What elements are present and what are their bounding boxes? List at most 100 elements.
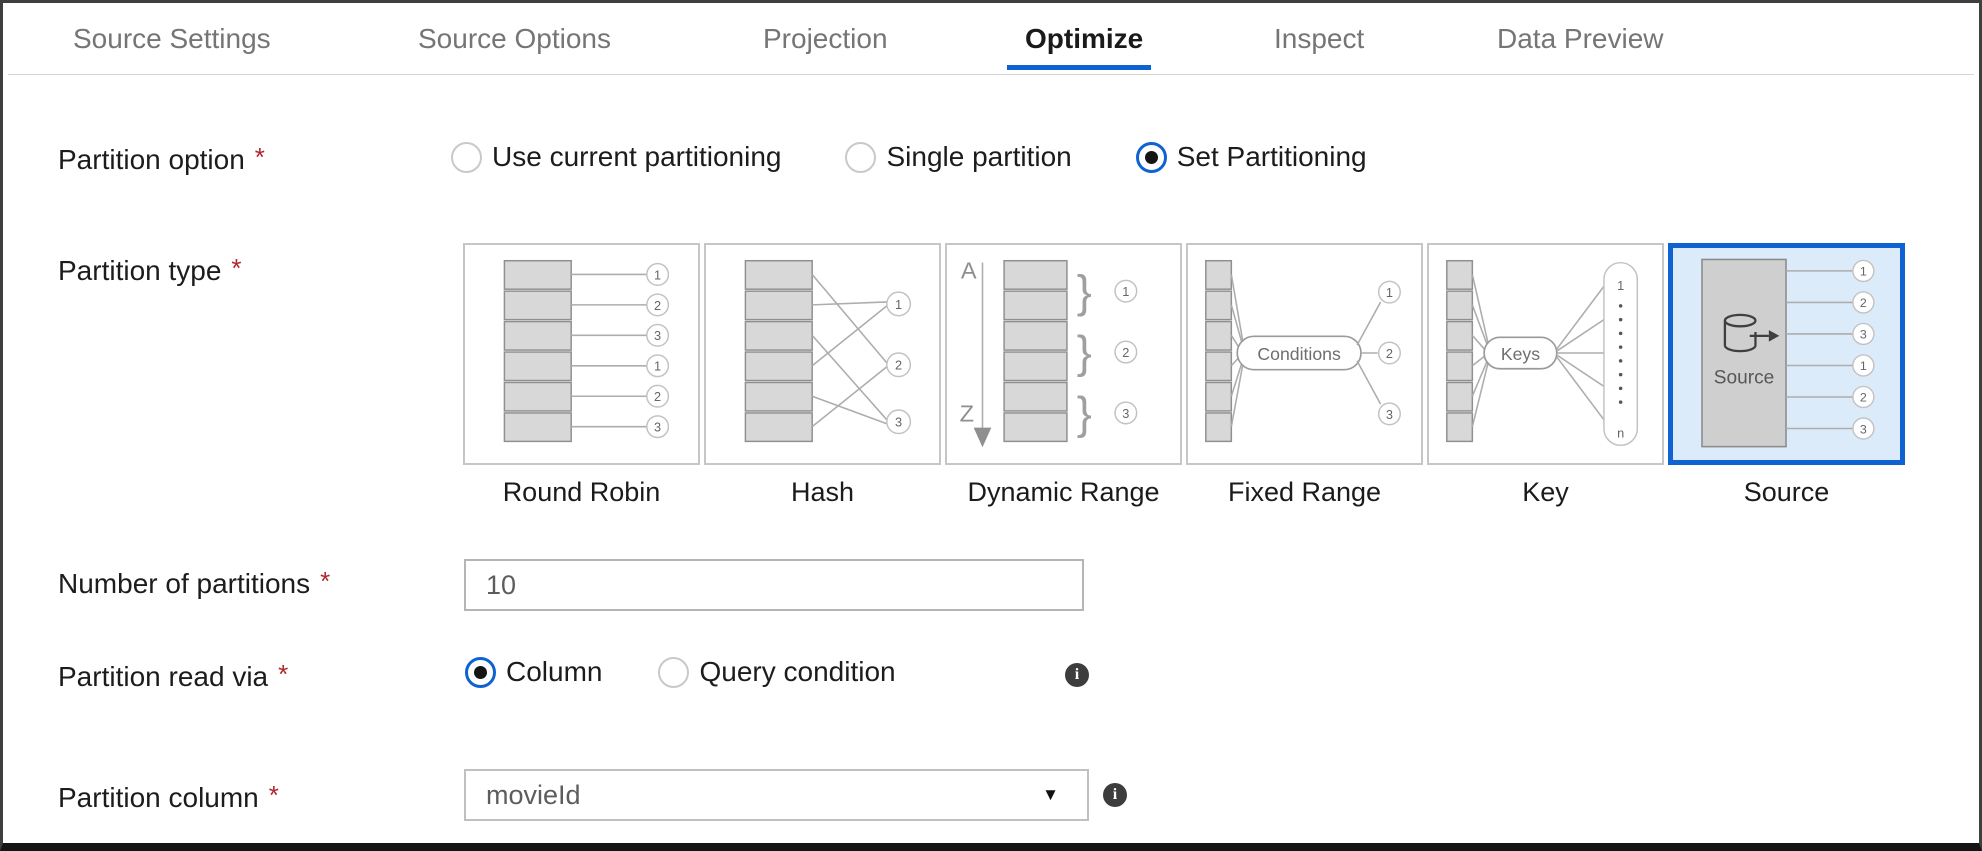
tab-source-settings[interactable]: Source Settings xyxy=(73,23,271,54)
svg-text:Z: Z xyxy=(960,401,974,427)
partition-column-dropdown[interactable]: movieId ▼ xyxy=(464,769,1089,821)
radio-dot xyxy=(1144,150,1158,164)
svg-text:3: 3 xyxy=(654,420,661,435)
svg-text:1: 1 xyxy=(1617,278,1624,293)
radio-column[interactable]: Column xyxy=(465,656,602,688)
radio-label: Column xyxy=(506,656,603,687)
svg-text:2: 2 xyxy=(1860,296,1867,310)
fixed-range-diagram-icon: Conditions 1 2 3 xyxy=(1205,259,1401,443)
chevron-down-icon: ▼ xyxy=(1042,785,1059,804)
tile-box-source[interactable]: Source 1 2 3 1 2 3 xyxy=(1668,243,1905,465)
radio-single-partition[interactable]: Single partition xyxy=(845,141,1072,173)
svg-text:2: 2 xyxy=(1122,345,1129,360)
svg-text:A: A xyxy=(961,257,977,283)
key-diagram-icon: Keys 1 n xyxy=(1446,259,1639,447)
tile-hash[interactable]: 1 2 3 Hash xyxy=(704,243,941,508)
partition-option-radio-group: Use current partitioning Single partitio… xyxy=(451,141,1367,173)
svg-text:1: 1 xyxy=(1122,284,1129,299)
radio-circle[interactable] xyxy=(465,656,496,688)
partition-option-label: Partition option* xyxy=(58,142,265,175)
radio-query-condition[interactable]: Query condition xyxy=(658,656,896,688)
required-asterisk: * xyxy=(268,780,279,810)
radio-label: Single partition xyxy=(886,141,1072,172)
tile-dynamic-range[interactable]: A Z } } } 1 2 3 Dynamic Range xyxy=(945,243,1182,508)
svg-text:3: 3 xyxy=(1860,328,1867,342)
hash-diagram-icon: 1 2 3 xyxy=(744,259,912,443)
required-asterisk: * xyxy=(254,142,265,172)
info-icon[interactable]: i xyxy=(1103,783,1127,807)
tab-bar: Source Settings Source Options Projectio… xyxy=(3,3,1979,75)
radio-set-partitioning[interactable]: Set Partitioning xyxy=(1135,141,1367,173)
number-of-partitions-label: Number of partitions* xyxy=(58,566,331,599)
radio-label: Set Partitioning xyxy=(1176,141,1367,172)
database-export-icon xyxy=(1723,313,1780,353)
radio-circle[interactable] xyxy=(451,141,482,173)
required-asterisk: * xyxy=(231,253,242,283)
radio-label: Query condition xyxy=(699,656,896,687)
svg-text:Source: Source xyxy=(1714,368,1774,389)
partition-type-tile-group: 1 2 3 1 2 3 Round Robin xyxy=(463,243,1905,508)
tile-source[interactable]: Source 1 2 3 1 2 3 Source xyxy=(1668,243,1905,508)
tile-caption-dynamic-range: Dynamic Range xyxy=(967,477,1160,507)
source-diagram-icon: Source 1 2 3 1 2 3 xyxy=(1701,258,1875,448)
svg-text:}: } xyxy=(1077,327,1092,378)
tab-optimize[interactable]: Optimize xyxy=(1006,23,1152,70)
svg-text:2: 2 xyxy=(895,358,902,373)
svg-text:3: 3 xyxy=(1386,407,1393,422)
svg-text:n: n xyxy=(1617,425,1624,440)
radio-dot xyxy=(474,665,487,679)
svg-text:1: 1 xyxy=(1860,359,1867,373)
required-asterisk: * xyxy=(278,659,289,689)
svg-text:2: 2 xyxy=(1860,391,1867,405)
radio-label: Use current partitioning xyxy=(492,141,782,172)
svg-text:3: 3 xyxy=(895,415,902,430)
svg-text:3: 3 xyxy=(1122,406,1129,421)
svg-text:1: 1 xyxy=(654,359,661,374)
tile-box-key[interactable]: Keys 1 n xyxy=(1427,243,1664,465)
tab-source-options[interactable]: Source Options xyxy=(418,23,611,54)
svg-text:2: 2 xyxy=(1386,346,1393,361)
tile-caption-round-robin: Round Robin xyxy=(502,477,661,507)
number-of-partitions-input[interactable]: 10 xyxy=(464,559,1084,611)
tile-box-fixed-range[interactable]: Conditions 1 2 3 xyxy=(1186,243,1423,465)
tile-caption-hash: Hash xyxy=(790,477,855,507)
tile-caption-source: Source xyxy=(1743,477,1830,507)
partition-read-via-label: Partition read via* xyxy=(58,659,289,692)
tab-inspect[interactable]: Inspect xyxy=(1274,23,1365,54)
svg-text:1: 1 xyxy=(1860,265,1867,279)
svg-text:}: } xyxy=(1077,266,1092,317)
tile-round-robin[interactable]: 1 2 3 1 2 3 Round Robin xyxy=(463,243,700,508)
svg-text:1: 1 xyxy=(654,267,661,282)
radio-circle[interactable] xyxy=(845,141,877,173)
radio-circle[interactable] xyxy=(658,656,690,688)
tile-caption-fixed-range: Fixed Range xyxy=(1227,477,1382,507)
partition-column-value: movieId xyxy=(486,779,581,810)
partition-type-label: Partition type* xyxy=(58,253,242,286)
svg-text:1: 1 xyxy=(895,297,902,312)
tab-separator xyxy=(8,74,1974,75)
tile-caption-key: Key xyxy=(1522,477,1569,507)
tile-box-round-robin[interactable]: 1 2 3 1 2 3 xyxy=(463,243,700,465)
svg-text:}: } xyxy=(1077,388,1092,439)
tab-projection[interactable]: Projection xyxy=(763,23,888,54)
tab-data-preview[interactable]: Data Preview xyxy=(1497,23,1664,54)
tile-box-dynamic-range[interactable]: A Z } } } 1 2 3 xyxy=(945,243,1182,465)
required-asterisk: * xyxy=(320,566,331,596)
radio-circle[interactable] xyxy=(1135,141,1167,173)
svg-text:Keys: Keys xyxy=(1501,344,1540,364)
tile-box-hash[interactable]: 1 2 3 xyxy=(704,243,941,465)
svg-text:1: 1 xyxy=(1386,285,1393,300)
dynamic-range-diagram-icon: A Z } } } 1 2 3 xyxy=(960,257,1138,448)
svg-text:3: 3 xyxy=(1860,422,1867,436)
tile-fixed-range[interactable]: Conditions 1 2 3 Fixed Range xyxy=(1186,243,1423,508)
svg-text:3: 3 xyxy=(654,328,661,343)
partition-column-label: Partition column* xyxy=(58,780,279,813)
radio-use-current-partitioning[interactable]: Use current partitioning xyxy=(451,141,781,173)
round-robin-diagram-icon: 1 2 3 1 2 3 xyxy=(503,259,670,443)
number-of-partitions-value: 10 xyxy=(486,569,517,600)
partition-read-via-radio-group: Column Query condition xyxy=(465,656,896,688)
info-icon[interactable]: i xyxy=(1065,663,1089,687)
tile-key[interactable]: Keys 1 n Key xyxy=(1427,243,1664,508)
svg-text:Conditions: Conditions xyxy=(1257,344,1341,364)
